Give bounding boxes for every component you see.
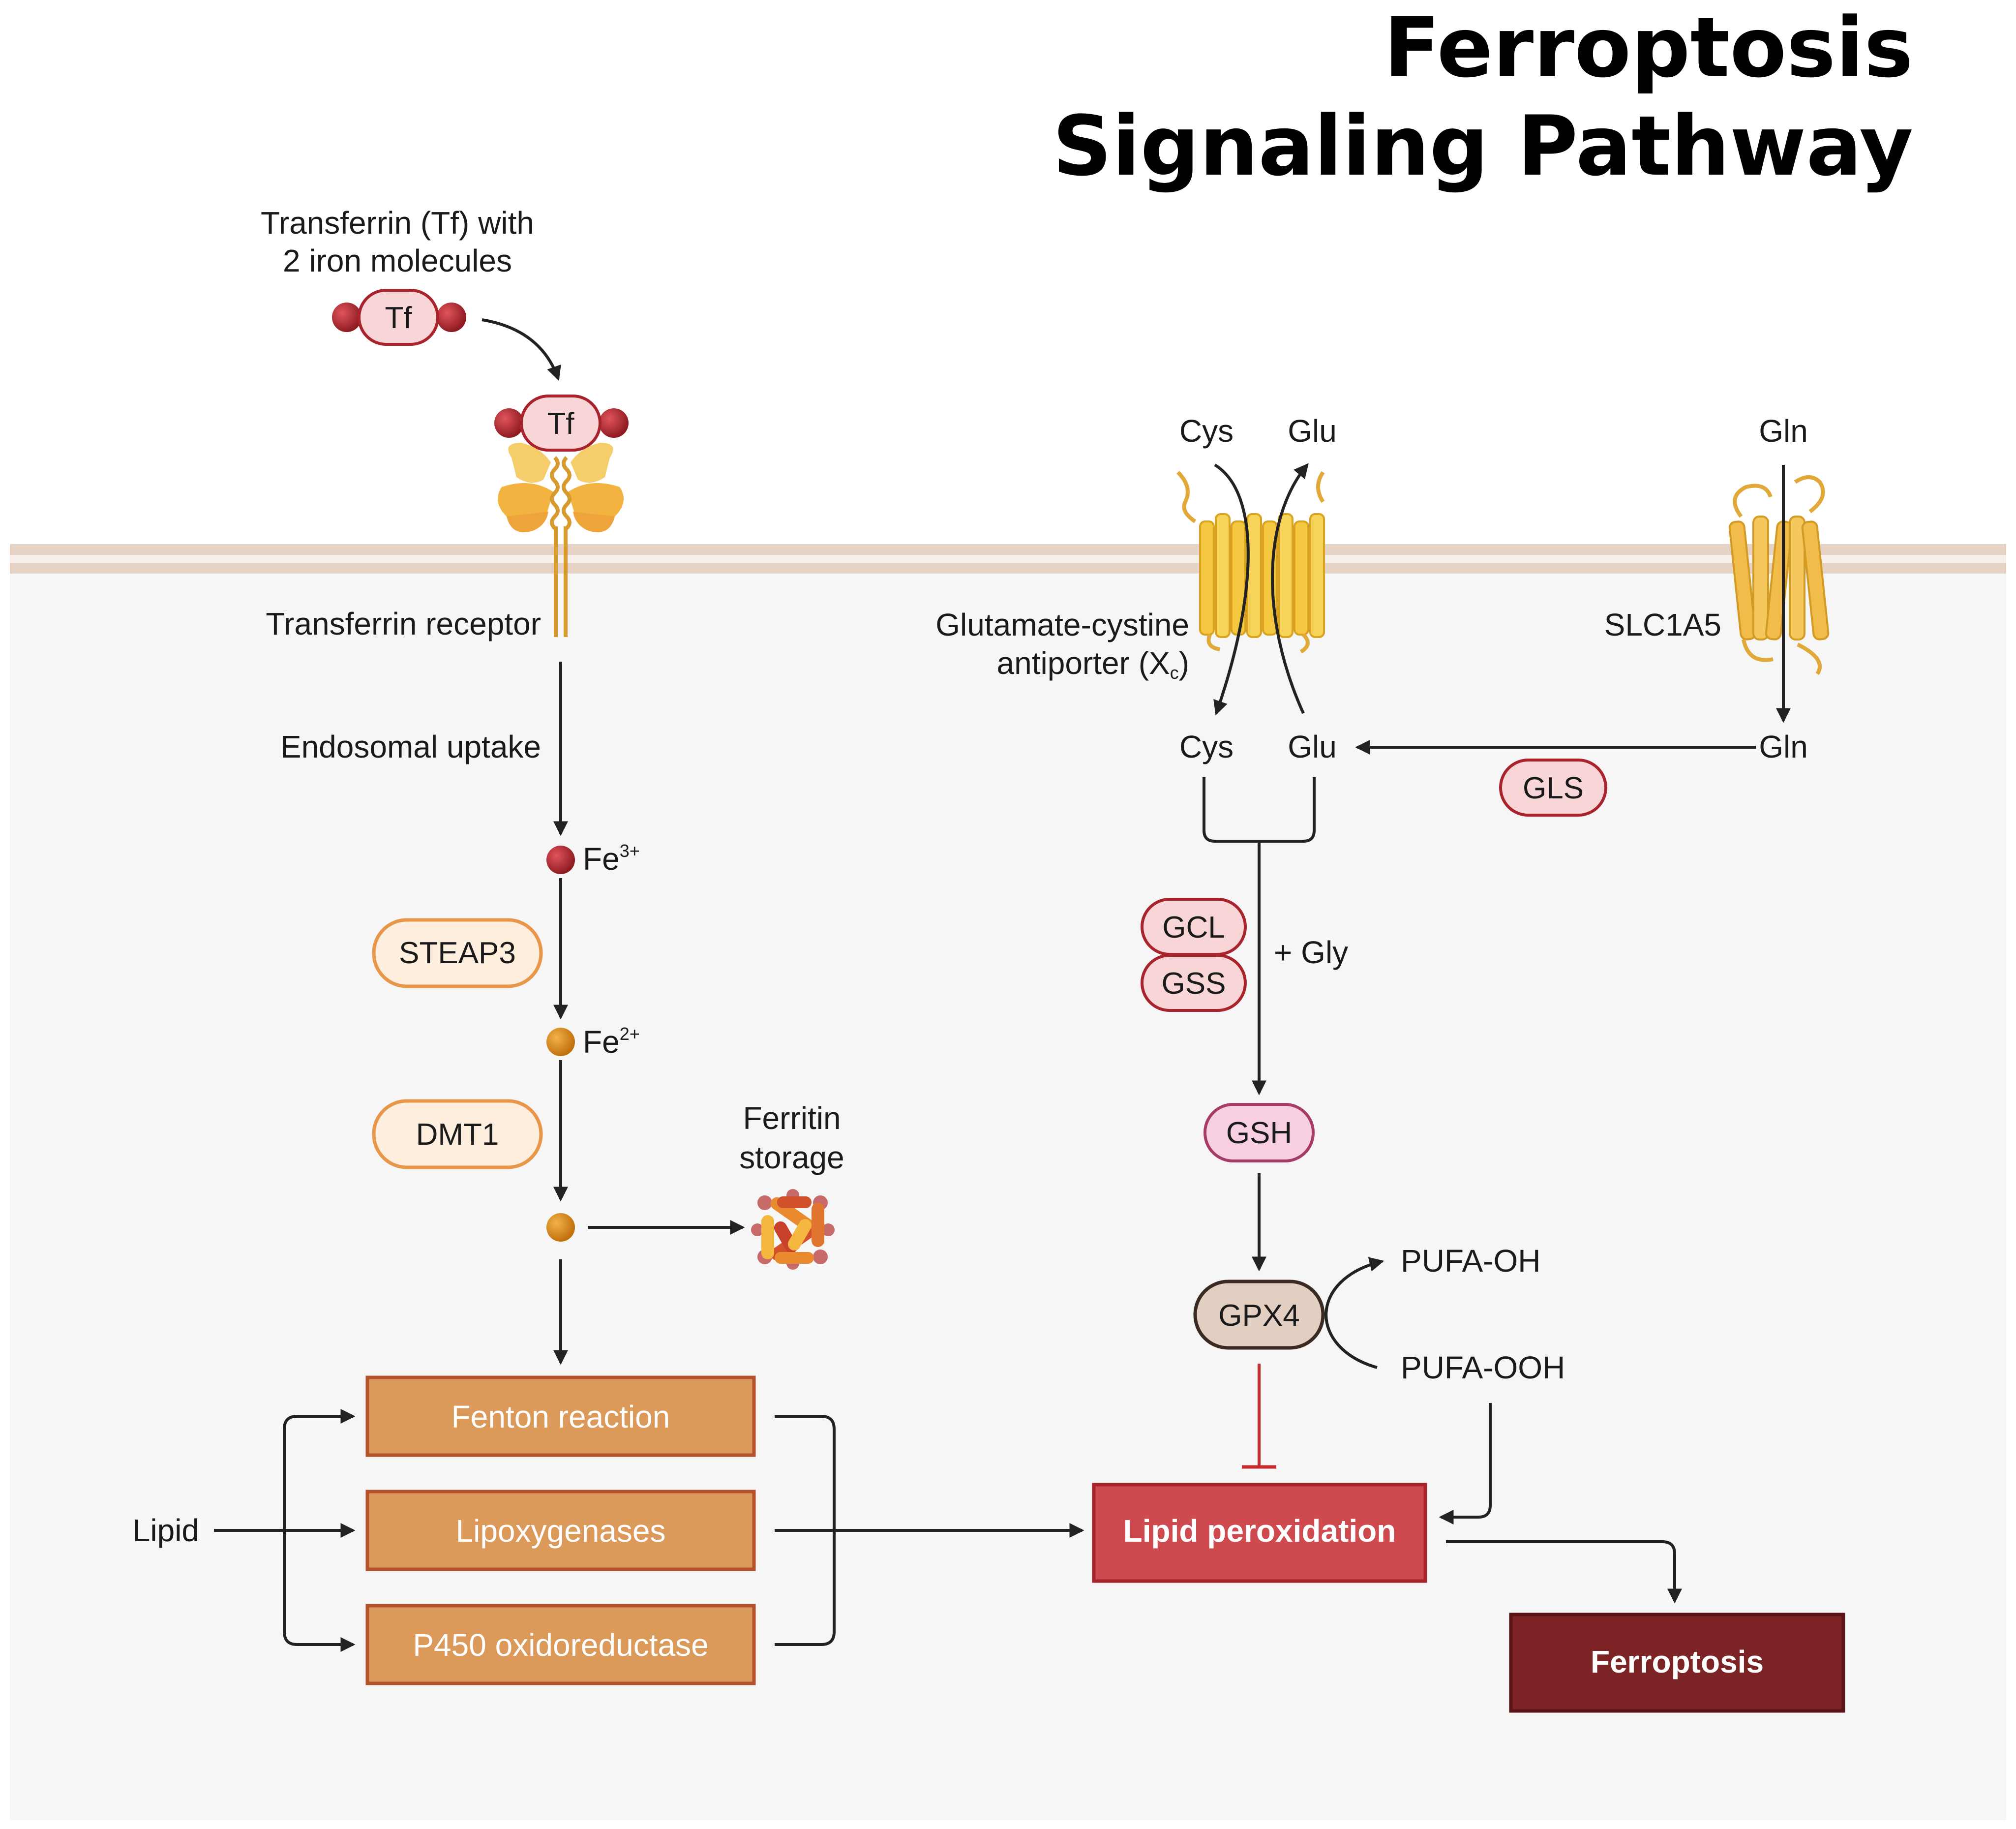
fe2-ion bbox=[546, 1028, 575, 1056]
tf-bound-label: Tf bbox=[547, 407, 574, 441]
dmt1-transporter bbox=[372, 1099, 543, 1169]
title-line-1: Ferroptosis bbox=[1384, 0, 1913, 96]
antiporter-label-line2: antiporter (Xc) bbox=[997, 645, 1189, 683]
gsh-molecule bbox=[1204, 1103, 1315, 1162]
cys-import-arrow bbox=[1213, 463, 1250, 716]
gss-label: GSS bbox=[1162, 967, 1226, 1001]
ferritin-storage-icon bbox=[751, 1189, 835, 1270]
glu-intracellular-label: Glu bbox=[1288, 729, 1337, 764]
ferroptosis-label: Ferroptosis bbox=[1591, 1644, 1764, 1679]
gls-enzyme bbox=[1499, 759, 1607, 817]
tf-label: Tf bbox=[385, 301, 412, 335]
p450-oxidoreductase-box: P450 oxidoreductase bbox=[365, 1604, 756, 1685]
bound-transferrin: Tf bbox=[494, 395, 629, 452]
transferrin-receptor-label: Transferrin receptor bbox=[266, 606, 541, 641]
gpx4-enzyme bbox=[1193, 1280, 1325, 1350]
antiporter-label-line1: Glutamate-cystine bbox=[935, 607, 1189, 642]
gpx4-label: GPX4 bbox=[1218, 1299, 1299, 1333]
fe2-label: Fe2+ bbox=[583, 1024, 640, 1060]
cys-extracellular-label: Cys bbox=[1179, 413, 1234, 449]
glu-extracellular-label: Glu bbox=[1288, 413, 1337, 449]
dmt1-label: DMT1 bbox=[416, 1118, 499, 1152]
pufa-reduction-arrow bbox=[1324, 1257, 1384, 1369]
endosomal-uptake-label: Endosomal uptake bbox=[280, 729, 541, 764]
steap3-enzyme bbox=[372, 918, 543, 988]
glu-export-arrow bbox=[1271, 463, 1309, 714]
lipid-peroxidation-box: Lipid peroxidation bbox=[1092, 1483, 1427, 1583]
peroxidation-to-ferroptosis-arrow bbox=[1446, 1540, 1682, 1604]
slc1a5-label: SLC1A5 bbox=[1604, 607, 1721, 642]
gsh-label: GSH bbox=[1226, 1116, 1292, 1150]
transferrin-molecule: Tf bbox=[332, 289, 466, 346]
title-line-2: Signaling Pathway bbox=[1053, 98, 1913, 194]
lipoxygenases-label: Lipoxygenases bbox=[456, 1513, 666, 1549]
pufa-ooh-to-peroxidation-arrow bbox=[1439, 1403, 1492, 1524]
gcl-label: GCL bbox=[1162, 911, 1225, 945]
lipid-label: Lipid bbox=[133, 1513, 199, 1548]
gss-enzyme bbox=[1141, 954, 1247, 1012]
fe3-label: Fe3+ bbox=[583, 841, 640, 877]
transferrin-label-line2: 2 iron molecules bbox=[283, 243, 512, 278]
gpx4-inhibition-line bbox=[1242, 1364, 1276, 1469]
fenton-reaction-label: Fenton reaction bbox=[451, 1399, 670, 1434]
fe3-ion bbox=[546, 846, 575, 874]
ferritin-label-line1: Ferritin bbox=[743, 1100, 841, 1136]
gln-intracellular-label: Gln bbox=[1759, 729, 1808, 764]
gls-label: GLS bbox=[1523, 771, 1584, 805]
p450-oxidoreductase-label: P450 oxidoreductase bbox=[413, 1627, 708, 1663]
glycine-label: + Gly bbox=[1274, 935, 1348, 970]
ferritin-label-line2: storage bbox=[739, 1140, 844, 1175]
ferroptosis-box: Ferroptosis bbox=[1509, 1613, 1845, 1713]
lipid-to-p450-arrow bbox=[283, 1530, 356, 1652]
labile-iron-ion bbox=[546, 1213, 575, 1242]
transferrin-label-line1: Transferrin (Tf) with bbox=[261, 205, 534, 241]
xc-antiporter-icon bbox=[1176, 471, 1325, 654]
cell-membrane bbox=[10, 544, 2006, 574]
steap3-label: STEAP3 bbox=[399, 936, 516, 970]
fenton-reaction-box: Fenton reaction bbox=[365, 1375, 756, 1457]
transferrin-receptor-icon bbox=[498, 443, 624, 637]
tf-binding-arrow bbox=[481, 318, 561, 381]
gln-extracellular-label: Gln bbox=[1759, 413, 1808, 449]
cytoplasm-region bbox=[10, 566, 2006, 1820]
lipoxygenases-box: Lipoxygenases bbox=[365, 1490, 756, 1571]
pufa-ooh-label: PUFA-OOH bbox=[1401, 1350, 1565, 1385]
lipid-to-fenton-arrow bbox=[283, 1409, 356, 1530]
pufa-oh-label: PUFA-OH bbox=[1401, 1243, 1540, 1279]
lipid-peroxidation-label: Lipid peroxidation bbox=[1123, 1513, 1396, 1549]
cys-intracellular-label: Cys bbox=[1179, 729, 1234, 764]
slc1a5-transporter-icon bbox=[1728, 475, 1830, 675]
